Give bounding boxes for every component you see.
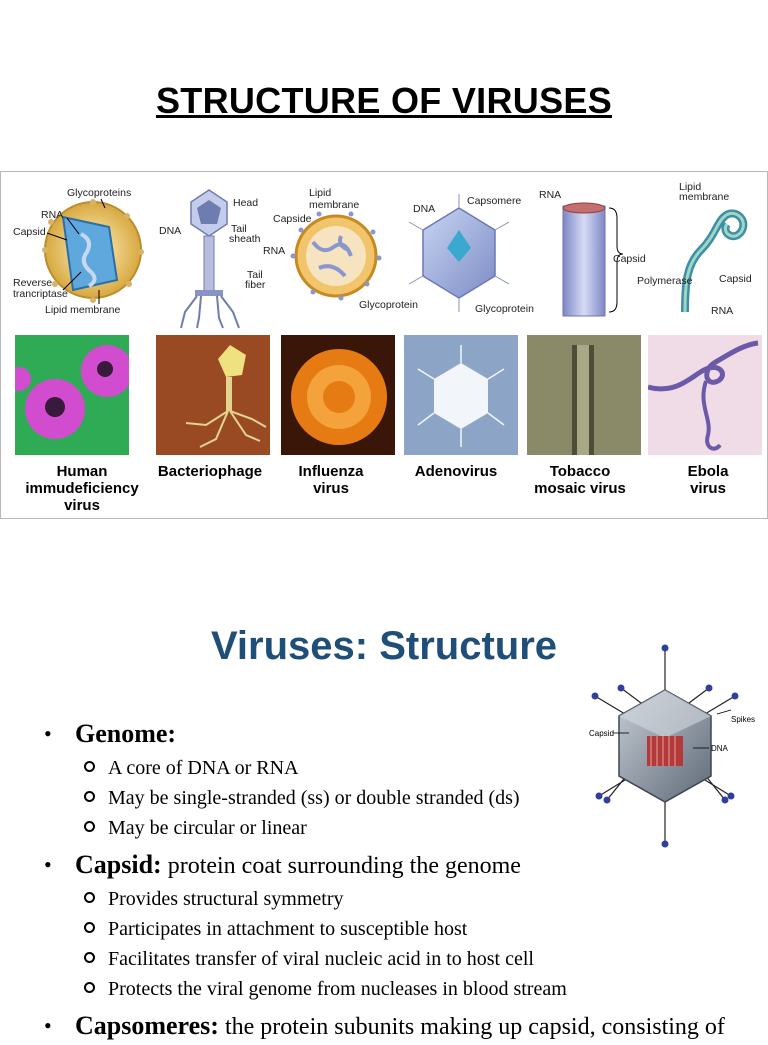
bullet-dot: • [44, 1013, 52, 1038]
svg-text:sheath: sheath [229, 233, 261, 245]
sub-bullet: May be circular or linear [44, 813, 764, 843]
ebola-micrograph [648, 335, 762, 455]
virus-diagrams: Glycoproteins RNA Capsid Reverse trancri… [13, 181, 752, 329]
svg-text:Lipid: Lipid [309, 187, 331, 199]
adenovirus-micrograph [404, 335, 518, 455]
svg-text:Head: Head [233, 197, 258, 209]
tmv-micrograph [527, 335, 641, 455]
svg-text:membrane: membrane [679, 191, 729, 203]
svg-text:Tail: Tail [231, 223, 247, 235]
ebola-diagram [681, 209, 748, 313]
svg-text:Spikes: Spikes [731, 715, 755, 724]
svg-text:Capsid: Capsid [719, 273, 752, 285]
phage-diagram [180, 189, 240, 329]
bullet-dot: • [44, 852, 52, 877]
influenza-diagram [290, 211, 382, 301]
bullet-list: • Genome: A core of DNA or RNA May be si… [44, 716, 764, 1045]
svg-text:Lipid: Lipid [679, 181, 701, 193]
caption-hiv: Human immudeficiency virus [25, 463, 139, 514]
svg-text:DNA: DNA [159, 225, 181, 237]
svg-text:Reverse: Reverse [13, 277, 52, 289]
caption-ebola: Ebola virus [687, 463, 729, 497]
svg-text:RNA: RNA [263, 245, 285, 257]
svg-text:RNA: RNA [711, 305, 733, 317]
bullet-genome: • Genome: [44, 716, 764, 753]
sub-bullet: May be single-stranded (ss) or double st… [44, 783, 764, 813]
svg-text:Glycoproteins: Glycoproteins [67, 187, 131, 199]
svg-text:Lipid membrane: Lipid membrane [45, 304, 120, 316]
sub-bullet: Participates in attachment to susceptibl… [44, 914, 764, 944]
svg-text:Polymerase: Polymerase [637, 275, 693, 287]
svg-text:Tail: Tail [247, 269, 263, 281]
bullet-capsid: • Capsid: protein coat surrounding the g… [44, 847, 764, 884]
hiv-diagram [42, 199, 144, 303]
caption-tmv: Tobacco mosaic virus [534, 463, 626, 497]
virus-types-figure: Glycoproteins RNA Capsid Reverse trancri… [0, 171, 768, 519]
svg-text:Glycoprotein: Glycoprotein [359, 299, 418, 311]
svg-text:membrane: membrane [309, 199, 359, 211]
svg-text:Capside: Capside [273, 213, 312, 225]
sub-bullet: A core of DNA or RNA [44, 753, 764, 783]
svg-text:Capsid: Capsid [613, 253, 646, 265]
caption-influenza: Influenza virus [298, 463, 364, 497]
caption-bacteriophage: Bacteriophage [157, 463, 263, 480]
tmv-diagram [562, 202, 624, 317]
svg-text:trancriptase: trancriptase [13, 288, 68, 300]
hiv-micrograph [15, 335, 129, 455]
icosahedral-virus-illustration: Capsid DNA Spikes [589, 644, 755, 848]
sub-bullet: Provides structural symmetry [44, 884, 764, 914]
svg-text:DNA: DNA [413, 203, 435, 215]
bullet-capsomeres: • Capsomeres: the protein subunits makin… [44, 1008, 764, 1045]
bacteriophage-micrograph [156, 335, 270, 455]
adenovirus-diagram [408, 194, 510, 312]
svg-text:fiber: fiber [245, 279, 266, 291]
bullet-dot: • [44, 721, 52, 746]
svg-text:Glycoprotein: Glycoprotein [475, 303, 534, 315]
slide-title: STRUCTURE OF VIRUSES [155, 80, 613, 121]
svg-text:RNA: RNA [539, 189, 561, 201]
svg-text:RNA: RNA [41, 209, 63, 221]
svg-text:Capsid: Capsid [589, 729, 614, 738]
influenza-micrograph [281, 335, 395, 455]
sub-bullet: Facilitates transfer of viral nucleic ac… [44, 944, 764, 974]
svg-text:Capsid: Capsid [13, 226, 46, 238]
svg-text:DNA: DNA [711, 744, 729, 753]
svg-text:Capsomere: Capsomere [467, 195, 521, 207]
slide-title-2: Viruses: Structure [210, 624, 558, 668]
caption-adenovirus: Adenovirus [414, 463, 498, 480]
sub-bullet: Protects the viral genome from nucleases… [44, 974, 764, 1004]
